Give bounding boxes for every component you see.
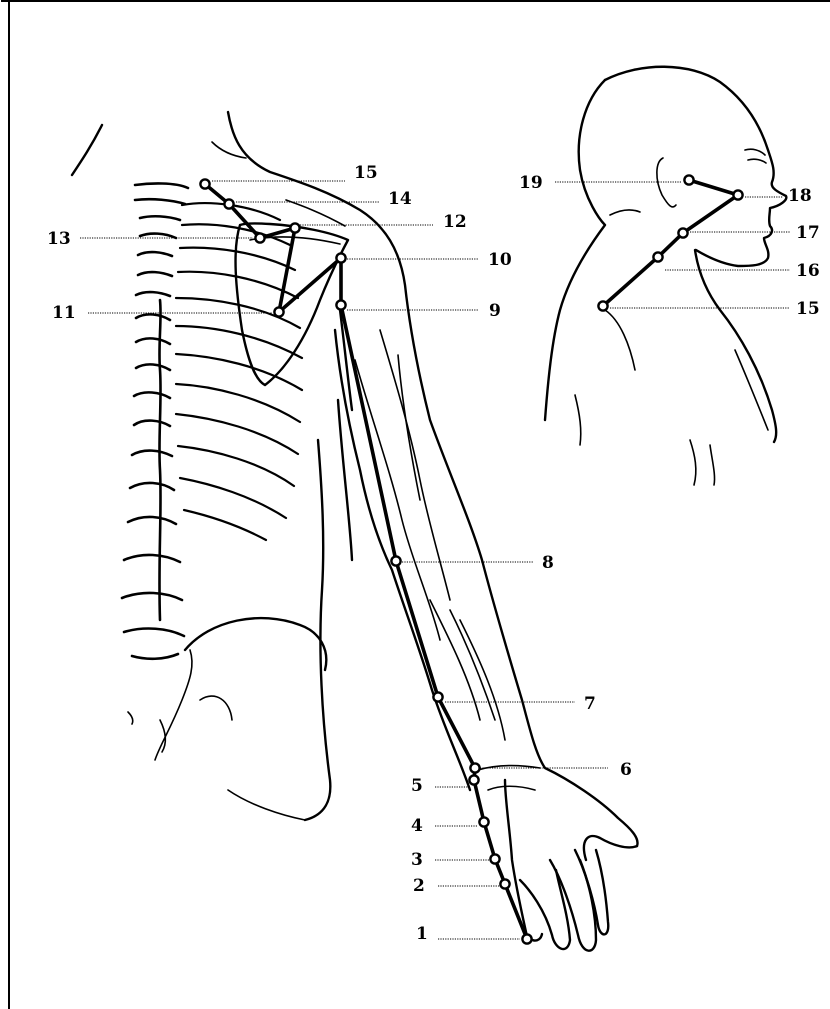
meridian-paths [205, 180, 738, 939]
acupoint-marker-13 [255, 233, 264, 242]
acupoint-marker-8 [391, 556, 400, 565]
rib-cage-illustration [176, 203, 302, 540]
acupoint-marker-12 [290, 223, 299, 232]
label-point-15-shoulder: 15 [354, 163, 378, 183]
label-point-14: 14 [388, 189, 412, 209]
acupoint-marker-10 [336, 253, 345, 262]
acupoint-marker-1 [522, 934, 531, 943]
label-point-11: 11 [52, 303, 76, 323]
label-point-1: 1 [416, 924, 428, 944]
label-point-16: 16 [796, 261, 820, 281]
label-point-7: 7 [584, 694, 596, 714]
acupoint-marker-5 [469, 775, 478, 784]
label-point-4: 4 [411, 816, 423, 836]
acupoint-marker-15 [200, 179, 209, 188]
spine-illustration [122, 183, 188, 658]
head-figure-illustration [545, 67, 786, 485]
label-point-19: 19 [519, 173, 543, 193]
acupoint-marker-17 [678, 228, 687, 237]
acupoint-marker-2 [500, 879, 509, 888]
label-point-8: 8 [542, 553, 554, 573]
label-point-9: 9 [489, 301, 501, 321]
label-point-6: 6 [620, 760, 632, 780]
label-point-3: 3 [411, 850, 423, 870]
acupoint-marker-14 [224, 199, 233, 208]
acupoint-marker-15 [598, 301, 607, 310]
label-point-10: 10 [488, 250, 512, 270]
label-point-13: 13 [47, 229, 71, 249]
acupoint-marker-19 [684, 175, 693, 184]
acupoint-marker-9 [336, 300, 345, 309]
acupoint-marker-11 [274, 307, 283, 316]
label-point-12: 12 [443, 212, 467, 232]
label-point-17: 17 [796, 223, 820, 243]
label-point-15-neck: 15 [796, 299, 820, 319]
label-point-5: 5 [411, 776, 423, 796]
acupoint-marker-3 [490, 854, 499, 863]
label-point-18: 18 [788, 186, 812, 206]
leader-lines [80, 181, 790, 939]
acupoint-marker-16 [653, 252, 662, 261]
label-point-2: 2 [413, 876, 425, 896]
acupoint-marker-18 [733, 190, 742, 199]
acupoint-marker-6 [470, 763, 479, 772]
acupoint-marker-7 [433, 692, 442, 701]
acupoint-marker-4 [479, 817, 488, 826]
